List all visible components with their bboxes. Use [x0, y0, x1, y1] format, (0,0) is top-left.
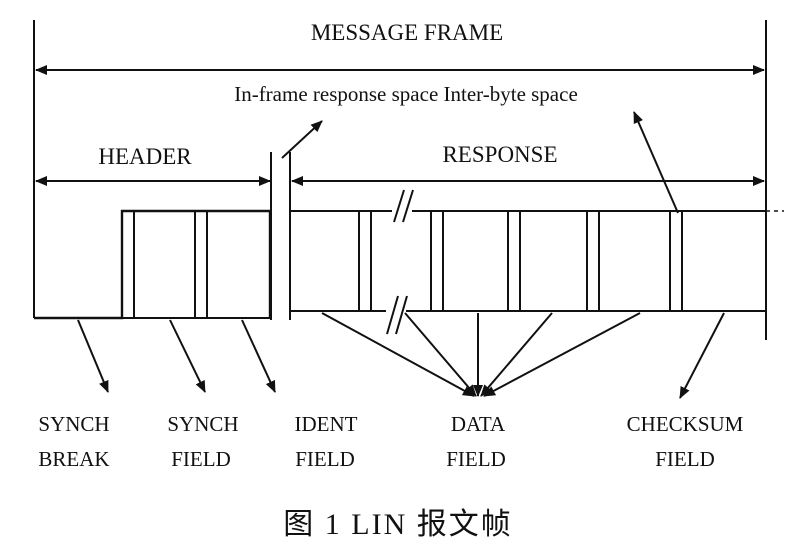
- ident-field-label-line1: IDENT: [295, 412, 358, 436]
- interbyte-space-pointer: [633, 111, 679, 214]
- data-field-pointers: [321, 312, 641, 397]
- message-frame-label: MESSAGE FRAME: [311, 20, 503, 45]
- signal-waveform-header: [34, 209, 272, 320]
- data-field-label-line1: DATA: [451, 412, 506, 436]
- synch-field-pointer: [169, 319, 206, 393]
- synch-field-label-line2: FIELD: [171, 447, 231, 471]
- checksum-field-label-line1: CHECKSUM: [627, 412, 744, 436]
- synch-field-label-line1: SYNCH: [167, 412, 238, 436]
- inframe-space-pointer: [281, 120, 323, 159]
- checksum-field-label-line2: FIELD: [655, 447, 715, 471]
- figure-caption: 图 1 LIN 报文帧: [283, 508, 512, 541]
- inframe-space-label: In-frame response space Inter-byte space: [234, 82, 578, 106]
- ident-field-label-line2: FIELD: [295, 447, 355, 471]
- data-field-label-line2: FIELD: [446, 447, 506, 471]
- synch-break-pointer: [77, 319, 109, 393]
- synch-break-label-line2: BREAK: [38, 447, 109, 471]
- ident-field-pointer: [241, 319, 276, 393]
- header-label: HEADER: [98, 144, 192, 169]
- synch-break-label-line1: SYNCH: [38, 412, 109, 436]
- checksum-field-pointer: [679, 312, 725, 399]
- break-marks: [386, 189, 414, 335]
- field-boundaries: [121, 211, 683, 318]
- response-label: RESPONSE: [442, 142, 557, 167]
